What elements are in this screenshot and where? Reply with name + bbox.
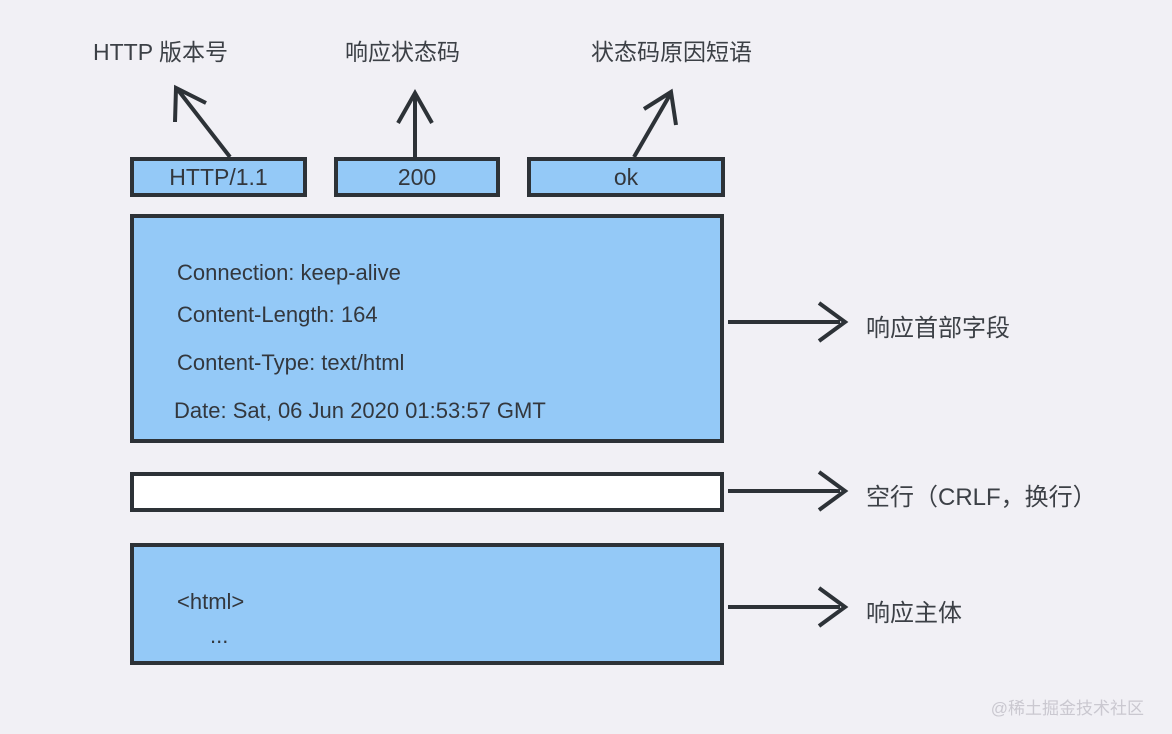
watermark-text: @稀土掘金技术社区 xyxy=(990,699,1144,718)
arrow-right-headers-icon xyxy=(728,301,849,343)
arrow-right-blank-icon xyxy=(728,470,849,512)
body-line-html: <html> xyxy=(177,589,245,614)
response-headers-box: Connection: keep-alive Content-Length: 1… xyxy=(130,214,724,443)
annotation-response-body: 响应主体 xyxy=(866,600,962,627)
blank-line-box xyxy=(130,472,724,512)
status-code-value: 200 xyxy=(397,163,437,190)
version-value: HTTP/1.1 xyxy=(169,163,268,190)
arrow-up-status-icon xyxy=(396,88,434,157)
response-body-box: <html> ... xyxy=(130,543,724,665)
reason-phrase-value: ok xyxy=(613,163,639,190)
header-line-content-length: Content-Length: 164 xyxy=(177,302,378,327)
arrow-right-body-icon xyxy=(728,586,849,628)
header-line-connection: Connection: keep-alive xyxy=(177,260,401,285)
arrow-up-version-icon xyxy=(173,84,232,159)
header-line-content-type: Content-Type: text/html xyxy=(177,350,405,375)
header-line-date: Date: Sat, 06 Jun 2020 01:53:57 GMT xyxy=(174,398,546,423)
status-code-box: 200 xyxy=(334,157,500,197)
version-box: HTTP/1.1 xyxy=(130,157,307,197)
body-line-ellipsis: ... xyxy=(210,623,229,648)
arrow-up-reason-icon xyxy=(632,88,678,159)
reason-phrase-box: ok xyxy=(527,157,725,197)
annotation-blank-line: 空行（CRLF，换行） xyxy=(866,484,1097,511)
label-reason-phrase: 状态码原因短语 xyxy=(591,39,752,65)
label-http-version: HTTP 版本号 xyxy=(93,39,229,65)
annotation-response-headers: 响应首部字段 xyxy=(866,315,1010,342)
label-status-code: 响应状态码 xyxy=(345,39,460,65)
